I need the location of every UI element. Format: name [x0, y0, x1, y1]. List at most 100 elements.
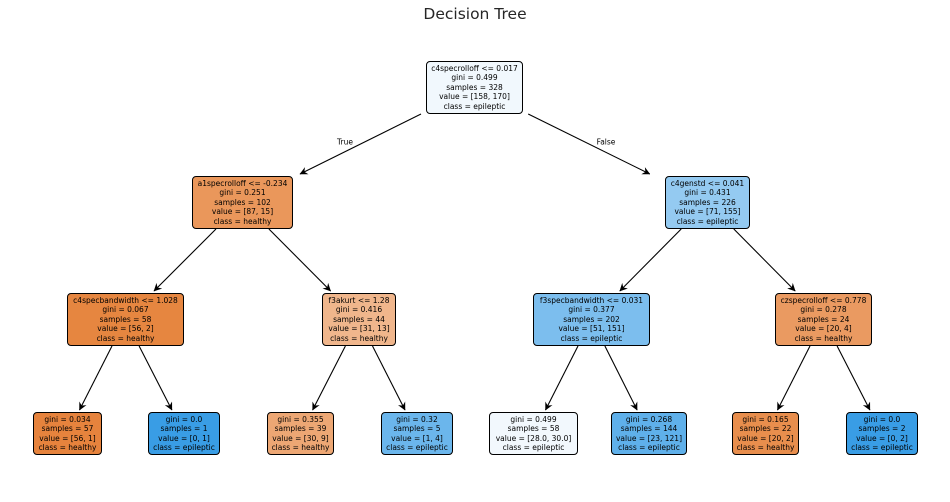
node-samples: samples = 57 [41, 424, 94, 434]
node-samples: samples = 2 [858, 424, 906, 434]
node-value: value = [51, 151] [558, 324, 625, 334]
node-samples: samples = 144 [620, 424, 678, 434]
node-condition: c4specrolloff <= 0.017 [431, 64, 518, 74]
tree-edge-n3-l2 [138, 345, 173, 411]
node-gini: gini = 0.0 [165, 414, 203, 424]
node-value: value = [158, 170] [439, 92, 510, 102]
node-value: value = [71, 155] [674, 207, 741, 217]
node-gini: gini = 0.165 [742, 414, 789, 424]
node-class: class = healthy [271, 442, 330, 452]
node-gini: gini = 0.355 [277, 414, 324, 424]
node-gini: gini = 0.431 [684, 188, 731, 198]
tree-edge-n5-l5 [545, 345, 579, 411]
node-gini: gini = 0.268 [625, 414, 673, 424]
tree-edge-n1-n3 [153, 228, 217, 292]
node-value: value = [0, 2] [856, 433, 908, 443]
node-samples: samples = 5 [393, 424, 441, 434]
node-samples: samples = 39 [274, 424, 327, 434]
tree-edge-n1-n4 [268, 228, 331, 292]
node-samples: samples = 202 [563, 314, 620, 324]
node-condition: c4genstd <= 0.041 [670, 179, 745, 189]
node-class: class = healthy [330, 333, 388, 343]
node-class: class = healthy [38, 442, 97, 452]
node-value: value = [23, 121] [615, 433, 683, 443]
tree-edge-n4-l3 [312, 345, 346, 411]
node-class: class = epileptic [502, 442, 565, 452]
node-value: value = [56, 2] [97, 324, 154, 334]
tree-edge-n6-l8 [836, 345, 871, 411]
node-value: value = [0, 1] [158, 433, 210, 443]
node-condition: czspecrolloff <= 0.778 [780, 296, 867, 306]
node-class: class = healthy [736, 442, 795, 452]
node-class: class = epileptic [443, 101, 506, 111]
node-samples: samples = 1 [160, 424, 208, 434]
node-gini: gini = 0.067 [102, 305, 149, 315]
node-class: class = epileptic [386, 442, 448, 452]
node-gini: gini = 0.278 [800, 305, 847, 315]
node-gini: gini = 0.416 [335, 305, 383, 315]
tree-edge-n4-l4 [372, 345, 406, 411]
node-samples: samples = 58 [507, 424, 560, 434]
node-class: class = epileptic [560, 333, 623, 343]
node-samples: samples = 22 [739, 424, 792, 434]
node-gini: gini = 0.251 [219, 188, 266, 198]
node-samples: samples = 24 [797, 314, 850, 324]
tree-edge-n5-l6 [604, 345, 638, 411]
node-condition: f3akurt <= 1.28 [328, 296, 390, 306]
tree-edge-n2-n6 [733, 228, 796, 292]
node-class: class = epileptic [618, 442, 680, 452]
node-class: class = epileptic [676, 216, 739, 226]
node-value: value = [1, 4] [391, 433, 443, 443]
node-gini: gini = 0.499 [451, 73, 498, 83]
node-class: class = epileptic [153, 442, 215, 452]
node-class: class = healthy [96, 333, 155, 343]
node-class: class = healthy [794, 333, 853, 343]
tree-edge-n3-l1 [79, 345, 113, 411]
node-gini: gini = 0.0 [863, 414, 901, 424]
node-samples: samples = 328 [446, 82, 503, 92]
tree-edge-root-n1 [299, 113, 422, 175]
node-class: class = epileptic [851, 442, 913, 452]
node-class: class = healthy [213, 216, 272, 226]
node-samples: samples = 44 [333, 314, 385, 324]
node-value: value = [30, 9] [272, 433, 329, 443]
node-value: value = [87, 15] [211, 207, 274, 217]
node-value: value = [20, 2] [737, 433, 794, 443]
node-value: value = [31, 13] [328, 324, 390, 334]
node-samples: samples = 226 [679, 197, 736, 207]
node-gini: gini = 0.377 [568, 305, 615, 315]
edge-label-false: False [596, 137, 616, 147]
edge-label-true: True [337, 137, 353, 147]
tree-edge-n6-l7 [777, 345, 811, 411]
node-value: value = [20, 4] [795, 324, 852, 334]
node-samples: samples = 58 [99, 314, 152, 324]
node-gini: gini = 0.034 [44, 414, 91, 424]
node-condition: c4specbandwidth <= 1.028 [73, 296, 178, 306]
node-condition: a1specrolloff <= -0.234 [197, 179, 288, 189]
node-gini: gini = 0.32 [396, 414, 438, 424]
node-condition: f3specbandwidth <= 0.031 [539, 296, 644, 306]
tree-edge-n2-n5 [619, 228, 682, 292]
tree-edge-root-n2 [527, 113, 651, 175]
node-samples: samples = 102 [214, 197, 271, 207]
node-value: value = [28.0, 30.0] [495, 433, 572, 443]
node-gini: gini = 0.499 [510, 414, 557, 424]
figure-title: Decision Tree [423, 5, 527, 23]
node-value: value = [56, 1] [39, 433, 96, 443]
